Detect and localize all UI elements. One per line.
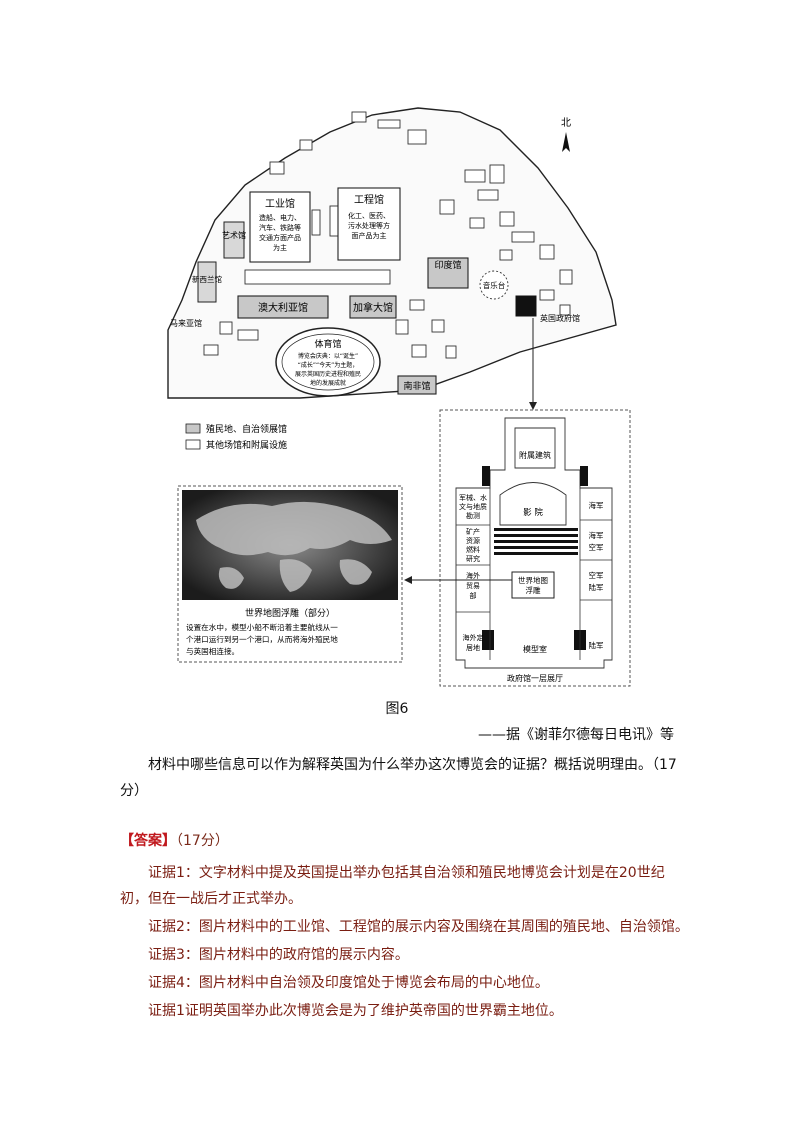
australia-hall-label: 澳大利亚馆 — [258, 301, 308, 314]
ordnance-room: 文与地质 — [459, 502, 487, 511]
canada-hall-label: 加拿大馆 — [353, 301, 393, 314]
new-zealand-hall-label: 新西兰馆 — [192, 274, 222, 284]
ordnance-room: 勘测 — [466, 511, 480, 520]
india-hall-label: 印度馆 — [434, 259, 461, 271]
music-stand — [479, 270, 509, 300]
engineering-desc: 化工、医药、 — [348, 211, 390, 220]
air-army-room: 空军 — [589, 570, 604, 580]
world-map-relief-room — [511, 571, 555, 599]
evidence-item: 证据4：图片材料中自治领及印度馆处于博览会布局的中心地位。 — [148, 975, 549, 991]
legend-colony-label: 殖民地、自治领展馆 — [206, 423, 287, 435]
relief-connector-arrow-icon — [404, 576, 412, 584]
trade-room: 海外 — [466, 571, 480, 580]
stadium-desc: “成长”“今天”为主题， — [298, 361, 358, 369]
answer-score: （17分） — [176, 833, 229, 849]
army-room: 陆军 — [589, 640, 604, 650]
answer-tag: 【答案】 — [120, 833, 176, 849]
navy-air-room: 海军 — [589, 530, 604, 540]
mineral-room: 矿产 — [466, 527, 480, 536]
malaysia-hall-label: 马来亚馆 — [170, 318, 202, 328]
industry-desc: 为主 — [273, 243, 287, 252]
stadium — [275, 327, 381, 397]
settlement-room: 居地 — [466, 643, 480, 652]
trade-room: 贸易 — [466, 581, 480, 590]
navy-air-room: 空军 — [589, 542, 604, 552]
floorplan-title: 政府馆一层展厅 — [507, 673, 563, 683]
engineering-desc: 面产品为主 — [352, 231, 387, 240]
industry-hall — [249, 191, 311, 263]
annex-label: 附属建筑 — [519, 450, 551, 460]
south-africa-hall-label: 南非馆 — [403, 380, 430, 392]
floorplan-walls — [456, 488, 612, 660]
legend-swatch-other — [185, 439, 201, 450]
settlement-room: 海外定 — [463, 633, 484, 642]
figure-caption: 图6 — [385, 701, 409, 717]
new-zealand-hall — [197, 261, 217, 303]
north-arrow-icon — [562, 132, 570, 152]
world-map-relief-label: 世界地图 — [518, 575, 548, 585]
cinema-label: 影 院 — [523, 507, 543, 518]
mineral-room: 燃料 — [466, 545, 480, 554]
minor-buildings — [203, 111, 573, 359]
stadium-desc: 博览会庆典：以“诞生” — [298, 352, 358, 360]
stadium-desc: 展示英国历史进程和殖民 — [295, 370, 361, 378]
industry-hall-label: 工业馆 — [265, 197, 295, 210]
legend-other-label: 其他场馆和附属设施 — [206, 439, 287, 451]
exhibition-map-svg: 工业馆 造船、电力、 汽车、铁路等 交通方面产品 为主 工程馆 化工、医药、 污… — [167, 107, 631, 687]
mineral-room: 研究 — [466, 554, 480, 563]
answer-heading: 【答案】（17分） — [120, 830, 229, 850]
art-hall-label: 艺术馆 — [222, 230, 246, 240]
world-map-landmass — [196, 501, 392, 592]
stadium-inner-ring — [281, 333, 375, 391]
photo-caption-line: 与英国相连接。 — [186, 646, 239, 656]
australia-hall — [237, 295, 329, 319]
mineral-room: 资源 — [466, 536, 480, 545]
ordnance-room: 军械、水 — [459, 493, 487, 502]
industry-desc: 造船、电力、 — [259, 213, 301, 222]
exhibition-figure: 工业馆 造船、电力、 汽车、铁路等 交通方面产品 为主 工程馆 化工、医药、 污… — [167, 107, 631, 687]
north-label: 北 — [561, 117, 571, 129]
photo-caption-line: 设置在水中，模型小船不断沿着主要航线从一 — [186, 622, 338, 632]
air-army-room: 陆军 — [589, 582, 604, 592]
music-stand-label: 音乐台 — [483, 280, 506, 290]
photo-caption-line: 个港口运行到另一个港口，从而将海外殖民地 — [186, 634, 338, 644]
evidence-item: 证据3：图片材料中的政府馆的展示内容。 — [148, 947, 409, 963]
model-room-label: 模型室 — [523, 644, 547, 654]
trade-room: 部 — [470, 591, 477, 600]
art-hall — [223, 221, 245, 259]
engineering-hall — [337, 187, 401, 261]
south-africa-hall — [397, 375, 437, 395]
evidence-item: 证据1：文字材料中提及英国提出举办包括其自治领和殖民地博览会计划是在20世纪初，… — [120, 865, 665, 907]
british-gov-hall-label: 英国政府馆 — [540, 313, 580, 323]
legend-swatch-colony — [185, 423, 201, 434]
india-hall — [427, 257, 469, 289]
engineering-desc: 污水处理等方 — [348, 221, 390, 230]
source-citation: ——据《谢菲尔德每日电讯》等 — [478, 727, 674, 743]
engineering-hall-label: 工程馆 — [354, 193, 384, 206]
british-gov-hall — [515, 295, 537, 317]
stadium-desc: 地的发展成就 — [310, 379, 346, 387]
industry-desc: 交通方面产品 — [259, 233, 301, 242]
evidence-item: 证据2：图片材料中的工业馆、工程馆的展示内容及围绕在其周围的殖民地、自治领馆。 — [148, 919, 689, 935]
evidence-item: 证据1证明英国举办此次博览会是为了维护英帝国的世界霸主地位。 — [148, 1003, 563, 1019]
industry-desc: 汽车、铁路等 — [259, 223, 301, 232]
navy-room: 海军 — [589, 500, 604, 510]
canada-hall — [349, 295, 397, 319]
stadium-label: 体育馆 — [314, 338, 341, 350]
question-text: 材料中哪些信息可以作为解释英国为什么举办这次博览会的证据？概括说明理由。（17分… — [120, 757, 677, 799]
world-map-relief-label: 浮雕 — [526, 585, 541, 595]
connector-arrow-icon — [529, 402, 537, 410]
photo-caption-title: 世界地图浮雕（部分） — [245, 607, 335, 619]
